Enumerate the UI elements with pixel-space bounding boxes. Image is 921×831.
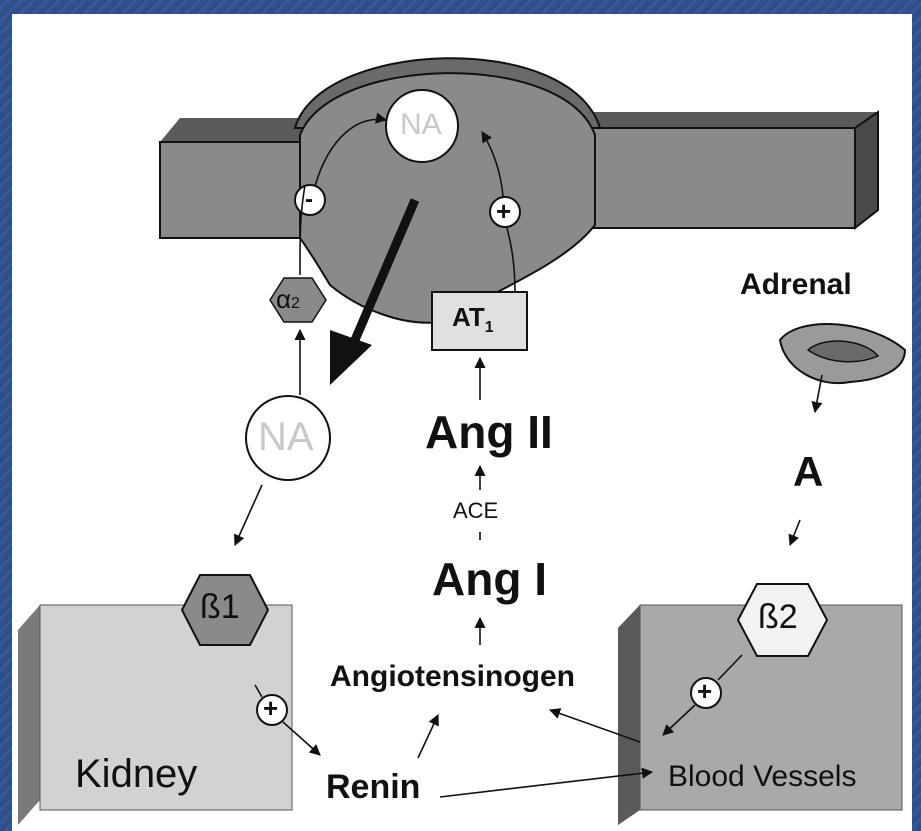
- at1-subscript: 1: [485, 319, 494, 336]
- na-top-label: NA: [400, 108, 442, 142]
- plus-kidney-label: +: [263, 693, 278, 724]
- ang-ii-label: Ang II: [425, 405, 553, 459]
- beta1-label: ß1: [200, 588, 240, 627]
- beta1-symbol: ß: [200, 588, 221, 626]
- ang-i-label: Ang I: [432, 552, 547, 606]
- kidney-label: Kidney: [75, 752, 197, 797]
- alpha-subscript: 2: [291, 295, 300, 312]
- plus-top-label: +: [496, 196, 511, 227]
- plus-vessels-label: +: [697, 676, 712, 707]
- adrenal-label: Adrenal: [740, 268, 852, 302]
- beta2-symbol: ß: [758, 598, 779, 636]
- beta2-subscript: 2: [779, 598, 798, 636]
- renin-label: Renin: [326, 768, 420, 807]
- alpha-symbol: α: [276, 284, 291, 314]
- alpha2-label: α2: [276, 284, 300, 315]
- at1-label: AT1: [452, 302, 494, 337]
- adrenaline-label: A: [793, 448, 823, 496]
- ace-label: ACE: [453, 498, 498, 524]
- na-middle-label: NA: [258, 415, 314, 460]
- adrenal-gland: [780, 324, 905, 383]
- minus-label: -: [305, 186, 313, 214]
- beta2-label: ß2: [758, 598, 798, 637]
- blood-vessels-label: Blood Vessels: [668, 760, 856, 794]
- at1-main: AT: [452, 302, 485, 332]
- beta1-subscript: 1: [221, 588, 240, 626]
- angiotensinogen-label: Angiotensinogen: [330, 660, 575, 694]
